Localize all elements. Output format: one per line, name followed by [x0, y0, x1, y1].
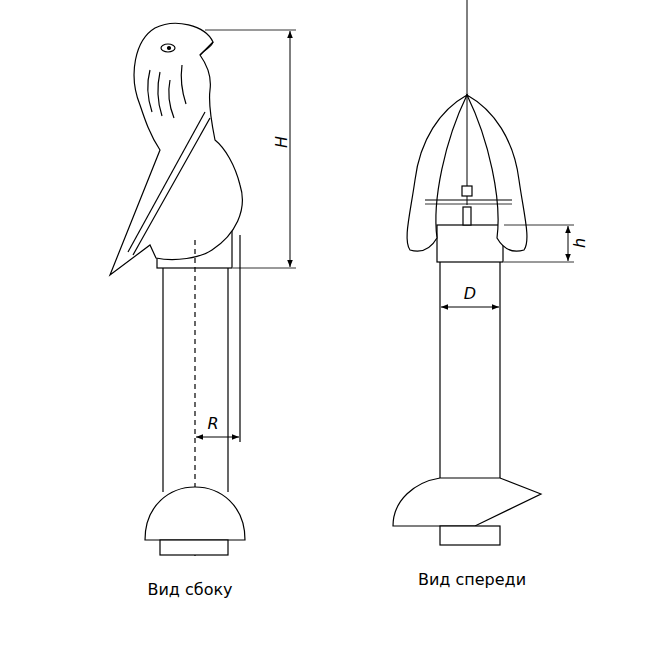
side-view: [110, 23, 296, 556]
dimension-label: R: [207, 416, 218, 432]
dimension-label: D: [464, 286, 476, 302]
view-caption: Вид спереди: [418, 572, 526, 588]
dimension-label: h: [572, 238, 588, 248]
view-caption: Вид сбоку: [147, 582, 232, 598]
front-view: [393, 0, 574, 545]
dimension-label: H: [274, 136, 290, 148]
